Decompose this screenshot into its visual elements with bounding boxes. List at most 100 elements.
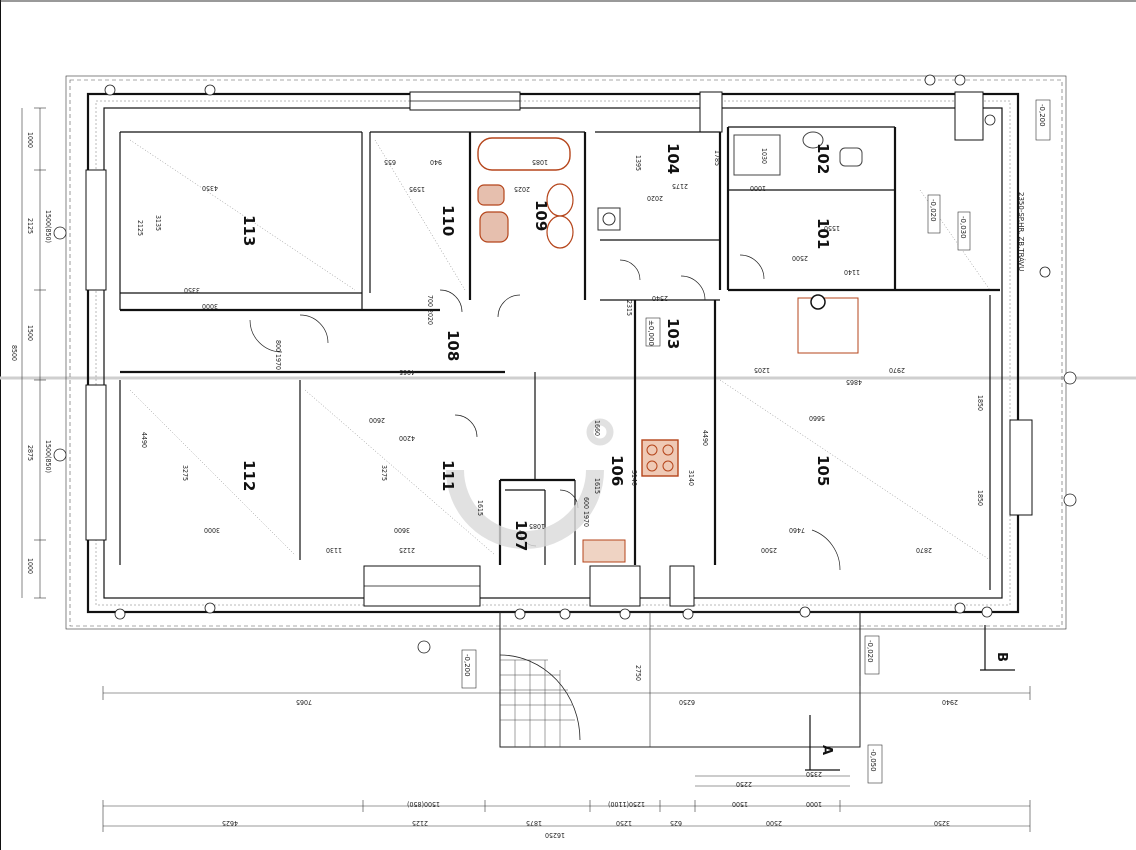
dimension-lines xyxy=(21,107,1031,832)
dim-d3: 1875 xyxy=(526,819,542,827)
door-label-2: 700 2020 xyxy=(426,295,434,325)
dim-t1: 2250 xyxy=(736,780,752,788)
dim-lower-a: 7065 xyxy=(296,698,312,706)
construction-lines xyxy=(129,139,991,561)
sheet-border xyxy=(65,75,1067,630)
dim-655: 655 xyxy=(384,158,396,166)
dim-total: 16250 xyxy=(545,831,565,839)
section-markers xyxy=(805,625,1015,771)
dim-w3: 1500 xyxy=(732,800,748,808)
dim-left-b: 2125 xyxy=(26,218,34,234)
room-101: 101 xyxy=(814,218,832,249)
dim-2870: 2870 xyxy=(916,546,932,554)
door-label-1: 800 1970 xyxy=(274,340,282,370)
boiler-icon xyxy=(597,207,621,231)
chimney-icon xyxy=(810,294,826,310)
dim-1130: 1130 xyxy=(326,546,342,554)
bidet-icon xyxy=(479,211,509,243)
dim-1850a: 1850 xyxy=(976,395,984,411)
room-113: 113 xyxy=(240,215,258,246)
dim-2540: 2540 xyxy=(652,294,668,302)
dim-3275a: 3275 xyxy=(181,465,189,481)
dim-4200: 4200 xyxy=(399,434,415,442)
level-mark-4: ±0,000 xyxy=(647,320,655,346)
room-107: 107 xyxy=(512,520,530,551)
dim-940: 940 xyxy=(430,158,442,166)
dim-1660: 1660 xyxy=(593,420,601,436)
dim-lower-depth: 2750 xyxy=(634,665,642,681)
room-104: 104 xyxy=(664,143,682,174)
terrace xyxy=(499,611,861,748)
dim-w2: 1250(1100) xyxy=(608,800,645,808)
door-label-3: 600 1970 xyxy=(582,497,590,527)
room-105: 105 xyxy=(814,455,832,486)
dim-2970: 2970 xyxy=(889,366,905,374)
dim-3135: 3135 xyxy=(154,215,162,231)
room-108: 108 xyxy=(444,330,462,361)
dim-1030: 1030 xyxy=(760,148,768,164)
dim-2025: 2025 xyxy=(514,185,530,193)
dim-2175: 2175 xyxy=(672,182,688,190)
left-dimension-texts: 1000 2125 1500(850) 1500 8500 2875 1500(… xyxy=(10,132,52,574)
dim-2020: 2020 xyxy=(647,194,663,202)
dim-3000b: 3000 xyxy=(204,526,220,534)
dim-lower-c: 2940 xyxy=(942,698,958,706)
dim-d2: 2125 xyxy=(412,819,428,827)
room-111: 111 xyxy=(439,460,457,491)
dim-4490b: 4490 xyxy=(701,430,709,446)
dim-1085b: 1085 xyxy=(532,158,548,166)
dim-3600: 3600 xyxy=(394,526,410,534)
toilet-icon-2 xyxy=(839,147,863,167)
section-mark-a: A xyxy=(819,745,834,755)
level-mark-2: -0,020 xyxy=(929,199,937,222)
room-106: 106 xyxy=(608,455,626,486)
dim-d4: 1250 xyxy=(616,819,632,827)
interior-dimension-texts: 4350 3135 2125 3350 3000 4490 3275 3000 … xyxy=(136,148,984,554)
dim-2600: 2600 xyxy=(369,416,385,424)
washbasin-icon-2 xyxy=(546,215,574,249)
dim-3000a: 3000 xyxy=(202,302,218,310)
dim-1615b: 1615 xyxy=(593,478,601,494)
dim-left-f: 2875 xyxy=(26,445,34,461)
dim-left-c: 1500(850) xyxy=(44,210,52,243)
dim-4490a: 4490 xyxy=(140,432,148,448)
fireplace-icon xyxy=(797,297,859,354)
dim-1205: 1205 xyxy=(754,366,770,374)
bottom-dimension-texts: 16250 4625 2125 1875 1250 625 2500 3250 … xyxy=(222,665,958,839)
watermark-logo xyxy=(446,469,604,549)
dim-d5: 625 xyxy=(670,819,682,827)
note-right: 2350-SP.HR. ZB.TRÁVU xyxy=(1017,192,1026,271)
dim-1000: 1000 xyxy=(750,184,766,192)
dim-4065: 4065 xyxy=(399,368,415,376)
cooktop-icon xyxy=(641,439,679,477)
dim-2125: 2125 xyxy=(136,220,144,236)
shower-tray-icon xyxy=(733,134,781,176)
dim-3140b: 3140 xyxy=(687,470,695,486)
room-labels: 113 110 109 104 102 101 108 103 112 111 … xyxy=(240,143,832,551)
dim-2500: 2500 xyxy=(761,546,777,554)
level-marks: -0,200 -0,020 -0,030 ±0,000 -0,200 -0,02… xyxy=(461,99,1051,784)
dim-t2: 2350 xyxy=(806,770,822,778)
dim-d6: 2500 xyxy=(766,819,782,827)
dim-w4: 1000 xyxy=(806,800,822,808)
dim-5660: 5660 xyxy=(809,414,825,422)
room-103: 103 xyxy=(664,318,682,349)
dim-w1: 1500(850) xyxy=(407,800,440,808)
dim-4350: 4350 xyxy=(202,184,218,192)
dim-lower-b: 6250 xyxy=(679,698,695,706)
dim-3350: 3350 xyxy=(184,286,200,294)
dim-d7: 3250 xyxy=(934,819,950,827)
room-110: 110 xyxy=(439,205,457,236)
dim-7460: 7460 xyxy=(789,526,805,534)
dim-1595: 1595 xyxy=(409,185,425,193)
room-109: 109 xyxy=(532,200,550,231)
dim-1615a: 1615 xyxy=(476,500,484,516)
level-mark-5: -0,200 xyxy=(463,654,471,677)
dim-d1: 4625 xyxy=(222,819,238,827)
foundation-outline xyxy=(69,79,1063,627)
level-mark-6: -0,020 xyxy=(866,640,874,663)
dim-1140: 1140 xyxy=(844,268,860,276)
level-mark-7: -0,050 xyxy=(869,749,877,772)
dim-1850b: 1850 xyxy=(976,490,984,506)
